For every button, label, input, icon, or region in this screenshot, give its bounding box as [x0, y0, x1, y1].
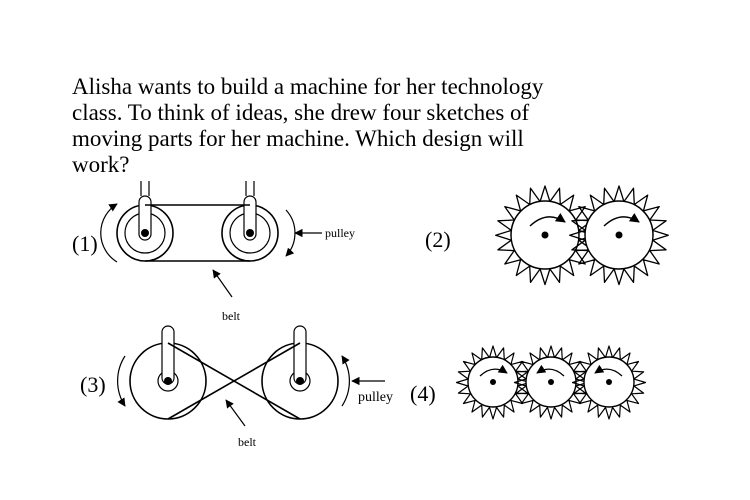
pulley-icon — [221, 181, 279, 262]
gear-icon — [455, 345, 531, 420]
option-1-label: (1) — [72, 231, 98, 256]
rotation-arrow-icon — [594, 364, 623, 377]
pulley-label: pulley — [358, 390, 393, 405]
rotation-arrow-icon — [479, 364, 508, 377]
option-3-label: (3) — [80, 372, 106, 397]
option-2-sketch: (2) — [425, 185, 669, 286]
option-4-label: (4) — [410, 381, 436, 406]
question-line: moving parts for her machine. Which desi… — [72, 126, 524, 151]
belt-line — [167, 342, 301, 420]
question-line: work? — [72, 152, 130, 177]
question-text: Alisha wants to build a machine for her … — [72, 74, 632, 178]
option-1-sketch: (1) pulley belt — [72, 181, 355, 323]
question-line: Alisha wants to build a machine for her … — [72, 74, 544, 99]
rotation-arrow-icon — [285, 209, 296, 257]
rotation-arrow-icon — [536, 364, 565, 377]
rotation-arrow-icon — [117, 355, 126, 407]
rotation-arrow-icon — [100, 203, 118, 263]
option-2-label: (2) — [425, 227, 451, 252]
question-line: class. To think of ideas, she drew four … — [72, 100, 530, 125]
gear-icon — [571, 345, 647, 420]
callout-arrow — [225, 399, 246, 427]
rotation-arrow-icon — [529, 213, 566, 227]
gear-icon — [495, 185, 595, 286]
belt-label: belt — [222, 309, 241, 323]
pulley-icon — [129, 325, 207, 420]
option-4-sketch: (4) — [410, 345, 647, 420]
pulley-icon — [261, 325, 339, 420]
pulley-icon — [116, 181, 174, 262]
gear-icon — [513, 345, 589, 420]
option-3-sketch: (3) pulley belt — [80, 325, 393, 449]
belt-label: belt — [238, 435, 257, 449]
rotation-arrow-icon — [603, 213, 640, 227]
rotation-arrow-icon — [341, 355, 350, 407]
pulley-label: pulley — [325, 226, 355, 240]
callout-arrow — [212, 269, 233, 298]
gear-icon — [569, 185, 669, 286]
